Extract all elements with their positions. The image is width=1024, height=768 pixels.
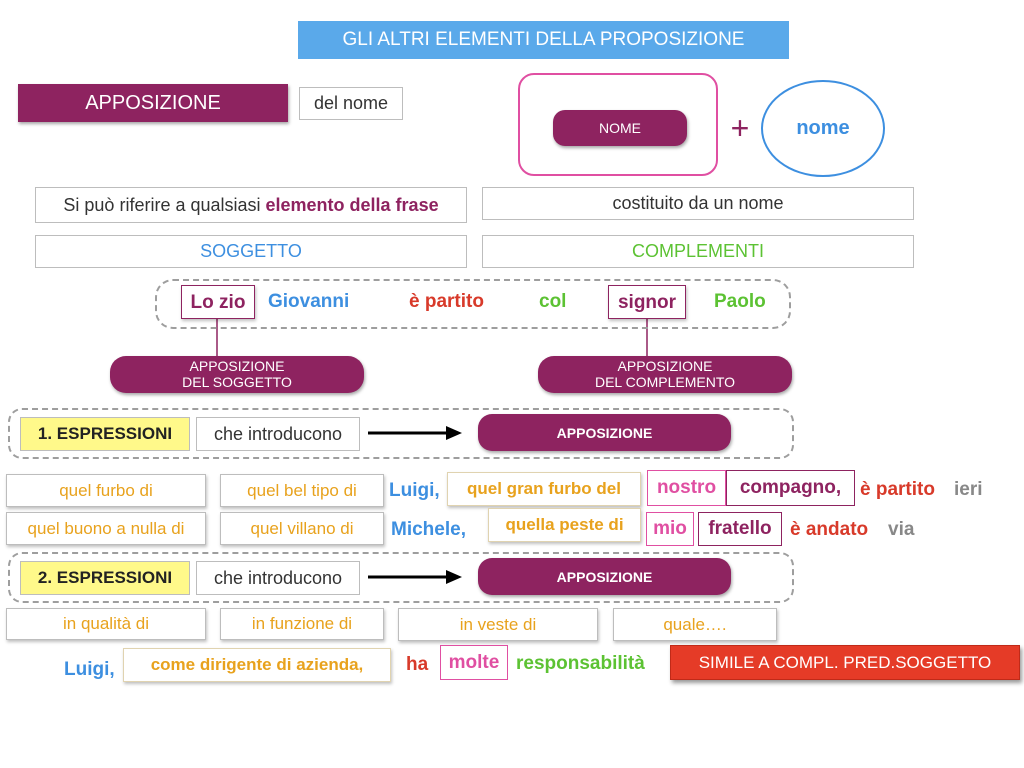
col-word: col [539, 291, 567, 312]
app-complemento-line1: APPOSIZIONE [617, 358, 713, 375]
ex-michele-fratello-text: fratello [708, 518, 772, 539]
page-title: GLI ALTRI ELEMENTI DELLA PROPOSIZIONE [298, 21, 789, 59]
lozio-box: Lo zio [181, 285, 255, 319]
ex-michele-mio: mio [646, 512, 694, 546]
ex-michele-phrase-text: quella peste di [505, 515, 624, 534]
expr-2-d-text: quale…. [663, 614, 727, 634]
expr-1-a-text: quel furbo di [59, 480, 153, 500]
nome-circle-text: nome [796, 117, 850, 139]
ex-michele-phrase: quella peste di [488, 508, 641, 542]
app-soggetto-line1: APPOSIZIONE [189, 358, 285, 375]
ex-luigi2-ha: ha [406, 654, 429, 675]
arrow-1-head [446, 426, 462, 440]
row-2-intro-text: che introducono [213, 567, 343, 588]
ex-michele-word: Michele, [391, 519, 466, 540]
ex-luigi2-phrase-text: come dirigente di azienda, [150, 655, 364, 674]
soggetto-box: SOGGETTO [35, 235, 467, 268]
expr-1-c: quel buono a nulla di [6, 512, 206, 545]
nome-pill: NOME [553, 110, 687, 146]
riferire-box: Si può riferire a qualsiasi elemento del… [35, 187, 467, 223]
expr-1-c-text: quel buono a nulla di [27, 518, 185, 538]
del-nome-box: del nome [299, 87, 403, 120]
giovanni-word: Giovanni [268, 291, 350, 312]
row-1-pill-text: APPOSIZIONE [556, 424, 653, 441]
paolo-word: Paolo [714, 291, 766, 312]
app-complemento-pill: APPOSIZIONE DEL COMPLEMENTO [538, 356, 792, 393]
expr-2-a-text: in qualità di [62, 614, 149, 633]
ex-luigi-compagno-text: compagno, [739, 477, 842, 498]
lozio-text: Lo zio [190, 291, 246, 313]
riferire-text: Si può riferire a qualsiasi elemento del… [63, 195, 438, 216]
nome-frame [518, 73, 718, 176]
simile-text: SIMILE A COMPL. PRED.SOGGETTO [698, 652, 992, 672]
expr-1-b-text: quel bel tipo di [247, 480, 357, 500]
row-1-intro: che introducono [196, 417, 360, 451]
apposizione-label: APPOSIZIONE [18, 84, 288, 122]
complementi-box: COMPLEMENTI [482, 235, 914, 268]
riferire-prefix: Si può riferire a qualsiasi [63, 194, 266, 215]
apposizione-label-text: APPOSIZIONE [85, 91, 221, 114]
row-2-label: 2. ESPRESSIONI [20, 561, 190, 595]
ex-michele-mio-text: mio [653, 518, 687, 539]
app-complemento-line2: DEL COMPLEMENTO [594, 373, 736, 390]
signor-box: signor [608, 285, 686, 319]
ex-luigi2-word: Luigi, [64, 659, 115, 680]
expr-1-d: quel villano di [220, 512, 384, 545]
ex-luigi2-molte: molte [440, 645, 508, 680]
plus-sign-text: + [730, 109, 750, 146]
row-2-frame [8, 552, 794, 603]
expr-2-a: in qualità di [6, 608, 206, 640]
ex-michele-fratello: fratello [698, 512, 782, 546]
costituito-box: costituito da un nome [482, 187, 914, 220]
partito-word: è partito [409, 291, 484, 312]
del-nome-text: del nome [313, 93, 389, 113]
row-1-label-text: 1. ESPRESSIONI [37, 424, 173, 443]
ex-luigi-phrase-text: quel gran furbo del [467, 479, 621, 498]
plus-sign: + [724, 108, 756, 148]
ex-luigi-nostro-text: nostro [656, 477, 717, 498]
costituito-text: costituito da un nome [612, 193, 784, 213]
row-2-pill: APPOSIZIONE [478, 558, 731, 595]
expr-2-b-text: in funzione di [251, 614, 353, 633]
expr-2-c-text: in veste di [459, 614, 537, 634]
app-soggetto-pill: APPOSIZIONE DEL SOGGETTO [110, 356, 364, 393]
expr-2-b: in funzione di [220, 608, 384, 640]
ex-luigi-nostro: nostro [647, 470, 726, 506]
riferire-bold: elemento della frase [265, 194, 439, 215]
arrow-2-head [446, 570, 462, 584]
ex-michele-andato: è andato [790, 519, 869, 540]
app-soggetto-line2: DEL SOGGETTO [182, 373, 292, 390]
row-2-pill-text: APPOSIZIONE [556, 568, 653, 585]
expr-1-d-text: quel villano di [250, 518, 354, 538]
row-1-label: 1. ESPRESSIONI [20, 417, 190, 451]
ex-luigi-compagno: compagno, [726, 470, 855, 506]
ex-luigi-word: Luigi, [389, 480, 440, 501]
expr-2-d: quale…. [613, 608, 777, 641]
ex-luigi2-resp: responsabilità [516, 653, 645, 674]
complementi-text: COMPLEMENTI [631, 241, 764, 261]
simile-box: SIMILE A COMPL. PRED.SOGGETTO [670, 645, 1020, 680]
ex-michele-via: via [888, 519, 915, 540]
ex-luigi-partito: è partito [860, 479, 935, 500]
example-1-frame [155, 279, 791, 329]
row-2-label-text: 2. ESPRESSIONI [37, 568, 173, 587]
row-2-intro: che introducono [196, 561, 360, 595]
signor-text: signor [617, 291, 677, 313]
expr-2-c: in veste di [398, 608, 598, 641]
soggetto-text: SOGGETTO [200, 241, 302, 261]
ex-luigi2-phrase: come dirigente di azienda, [123, 648, 391, 682]
page-title-text: GLI ALTRI ELEMENTI DELLA PROPOSIZIONE [342, 29, 745, 50]
row-1-pill: APPOSIZIONE [478, 414, 731, 451]
row-1-intro-text: che introducono [213, 423, 343, 444]
expr-1-a: quel furbo di [6, 474, 206, 507]
ex-luigi-phrase: quel gran furbo del [447, 472, 641, 506]
ex-luigi-ieri: ieri [954, 479, 983, 500]
nome-circle: nome [761, 80, 885, 177]
ex-luigi2-molte-text: molte [448, 651, 500, 673]
nome-pill-text: NOME [599, 120, 641, 136]
expr-1-b: quel bel tipo di [220, 474, 384, 507]
row-1-frame [8, 408, 794, 459]
